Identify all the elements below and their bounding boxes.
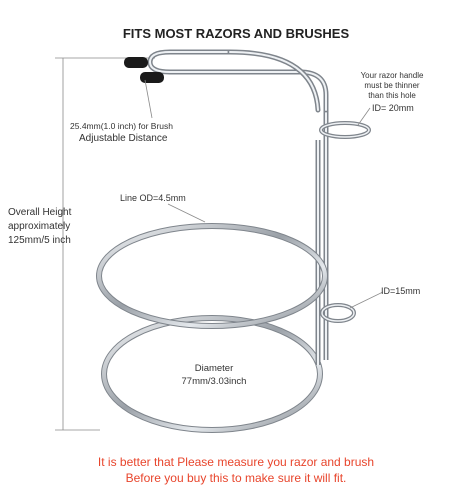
razor-note-line1: Your razor handle <box>361 71 424 80</box>
razor-note-line3: than this hole <box>368 91 416 100</box>
id-top-label: ID= 20mm <box>372 103 414 113</box>
razor-ring-20mm <box>319 121 371 139</box>
base-ring <box>101 315 323 433</box>
brush-ring <box>96 223 328 329</box>
diameter-label-line2: 77mm/3.03inch <box>182 376 247 387</box>
page-title: FITS MOST RAZORS AND BRUSHES <box>123 26 350 41</box>
rubber-tip-icon <box>124 57 164 83</box>
support-posts <box>315 100 329 365</box>
adjustable-distance-label: Adjustable Distance <box>79 133 168 144</box>
brush-distance-label: 25.4mm(1.0 inch) for Brush <box>70 121 173 131</box>
top-hook-arm <box>147 49 329 113</box>
id-bottom-label: ID=15mm <box>381 286 420 296</box>
razor-ring-15mm <box>320 303 356 323</box>
height-label-line2: approximately <box>8 221 70 232</box>
leader-lines <box>144 79 384 309</box>
notice-line1: It is better that Please measure you raz… <box>98 455 374 469</box>
notice-line2: Before you buy this to make sure it will… <box>126 471 347 485</box>
height-label-line1: Overall Height <box>8 207 72 218</box>
diameter-label-line1: Diameter <box>195 363 234 374</box>
line-od-label: Line OD=4.5mm <box>120 193 186 203</box>
height-label-line3: 125mm/5 inch <box>8 235 71 246</box>
razor-note-line2: must be thinner <box>364 81 419 90</box>
